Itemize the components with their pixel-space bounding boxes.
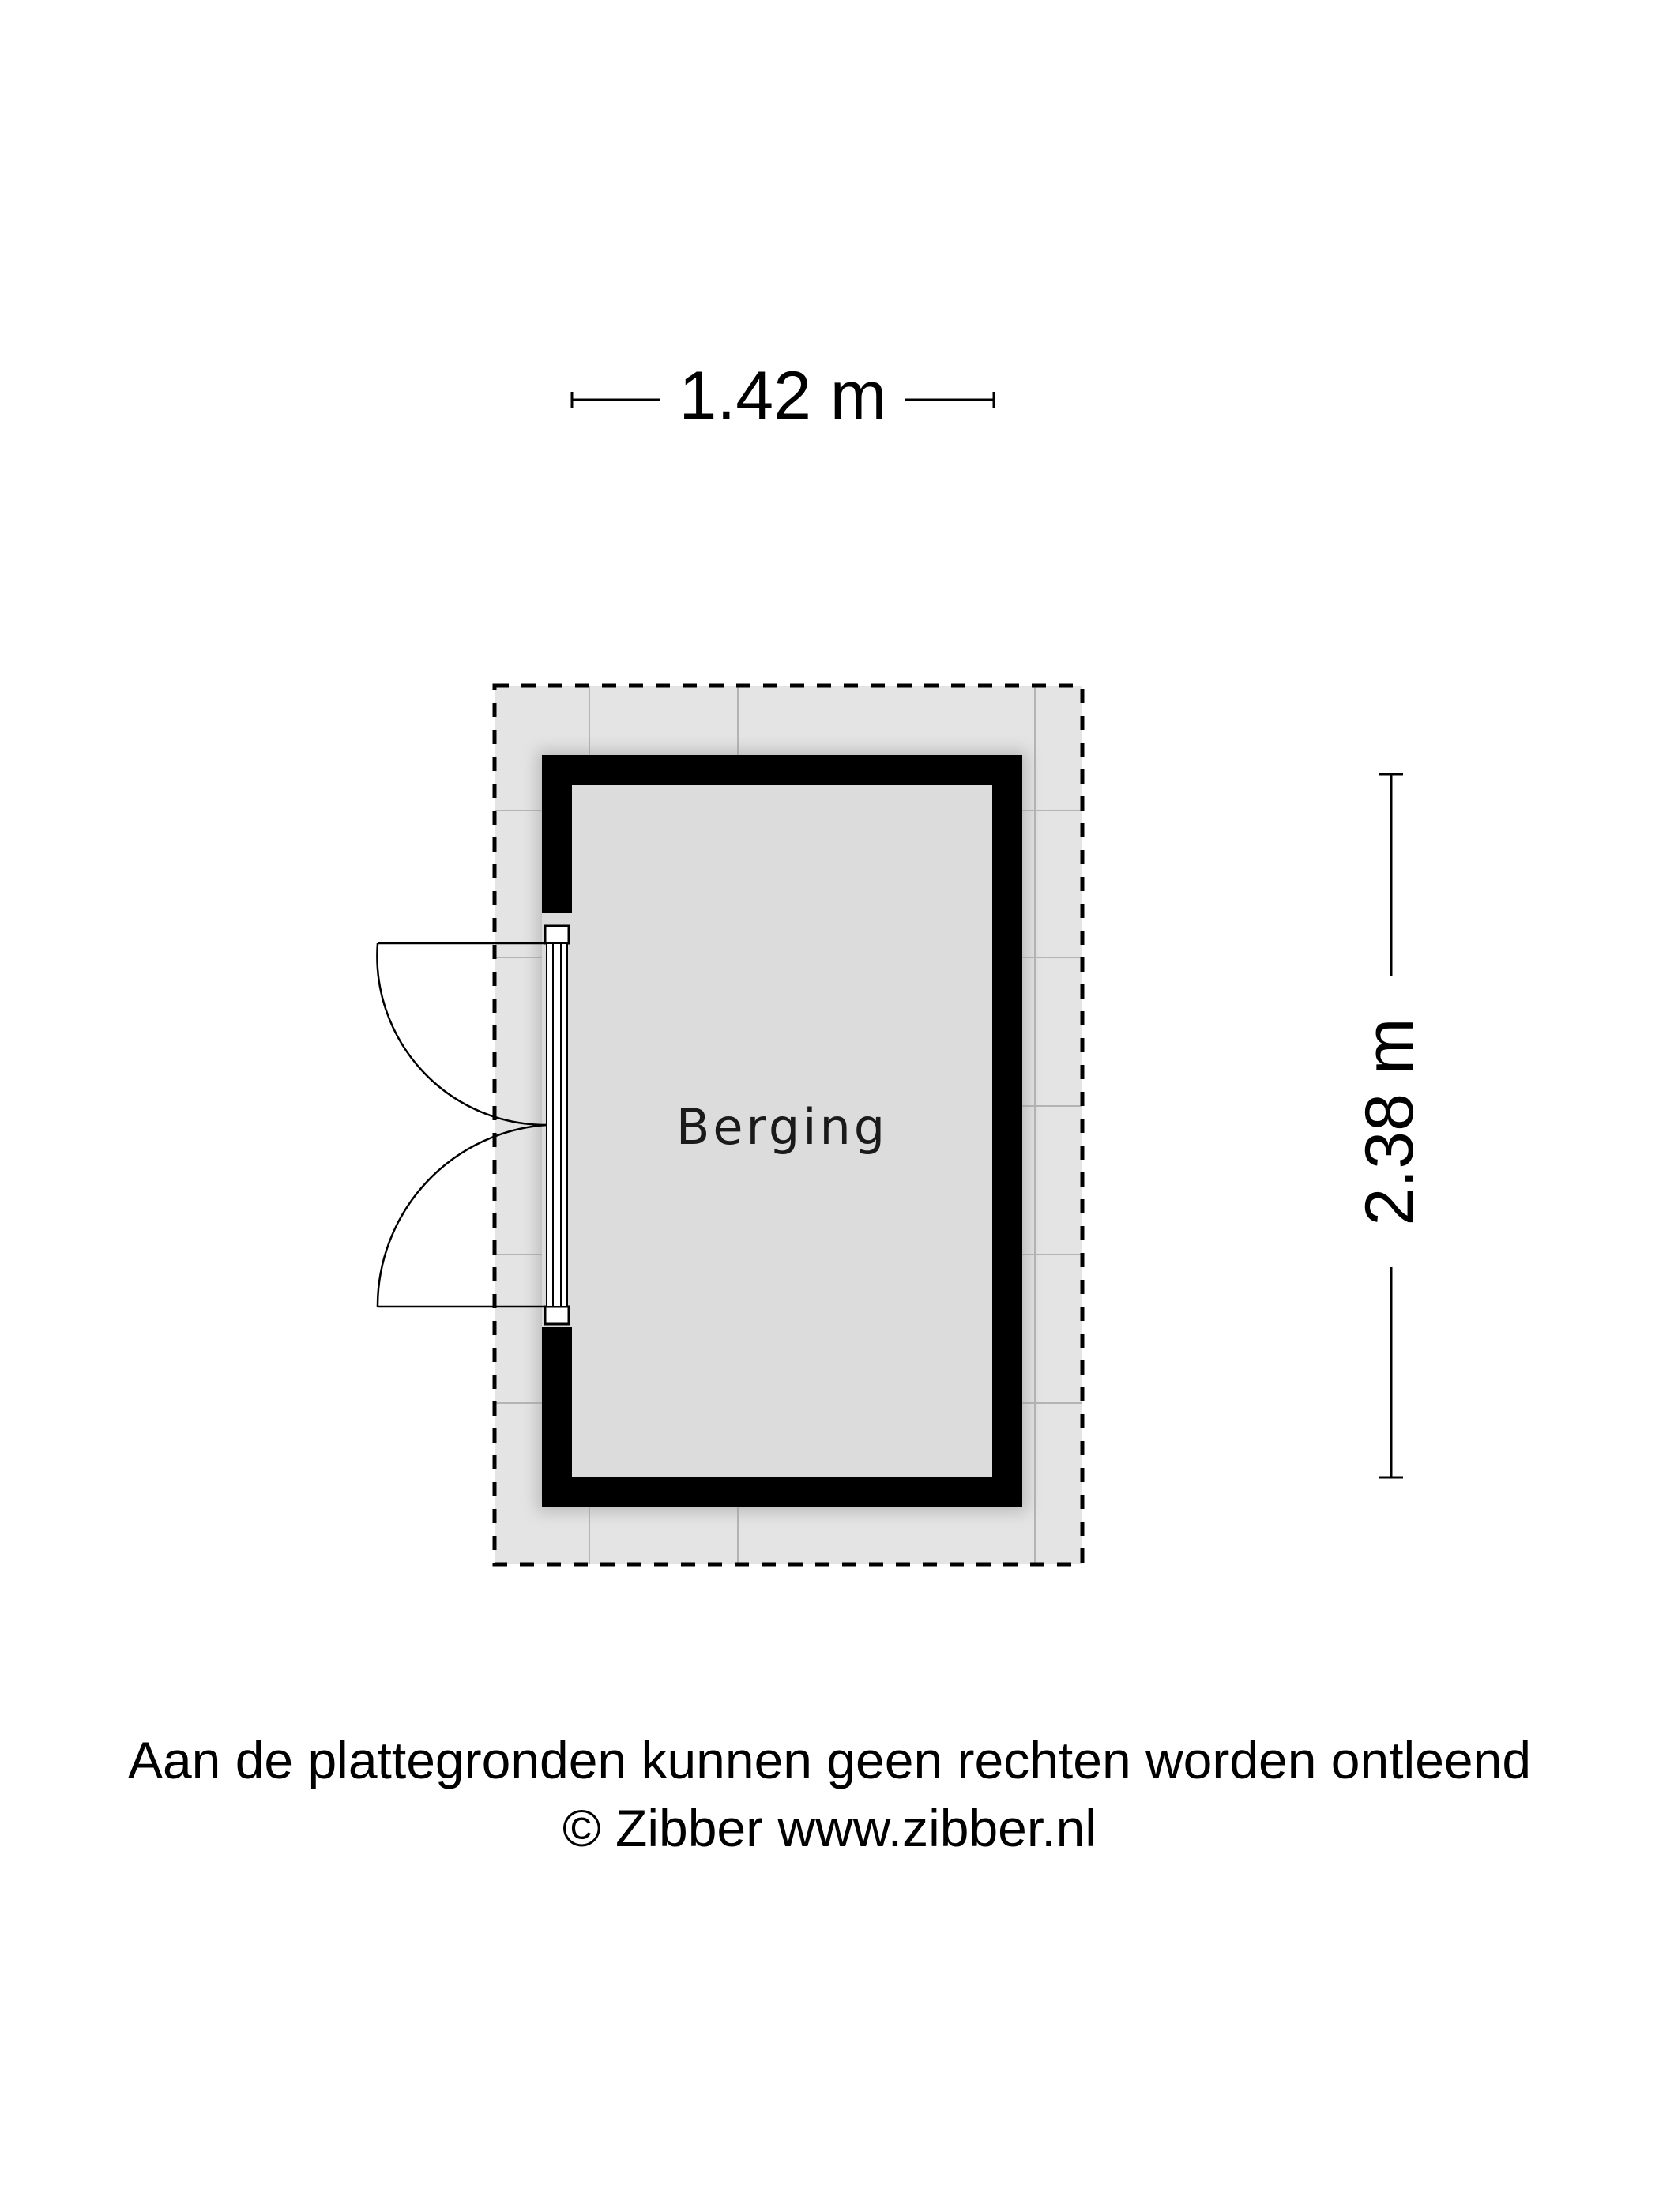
room-label-berging: Berging xyxy=(676,1098,888,1156)
copyright-text: © Zibber www.zibber.nl xyxy=(562,1799,1097,1857)
wall-left-upper xyxy=(542,755,572,913)
walls xyxy=(542,755,1022,1507)
room-berging-floor xyxy=(542,755,1022,1507)
wall-top xyxy=(542,755,1022,785)
width-dimension: 1.42 m xyxy=(570,358,995,434)
wall-left-lower xyxy=(542,1327,572,1507)
disclaimer-text: Aan de plattegronden kunnen geen rechten… xyxy=(127,1731,1532,1789)
double-door xyxy=(376,924,570,1326)
width-dimension-label: 1.42 m xyxy=(679,358,887,434)
wall-right xyxy=(992,755,1022,1507)
height-dimension-label: 2.38 m xyxy=(1352,1018,1428,1226)
wall-bottom xyxy=(542,1477,1022,1507)
height-dimension: 2.38 m xyxy=(1352,773,1428,1479)
